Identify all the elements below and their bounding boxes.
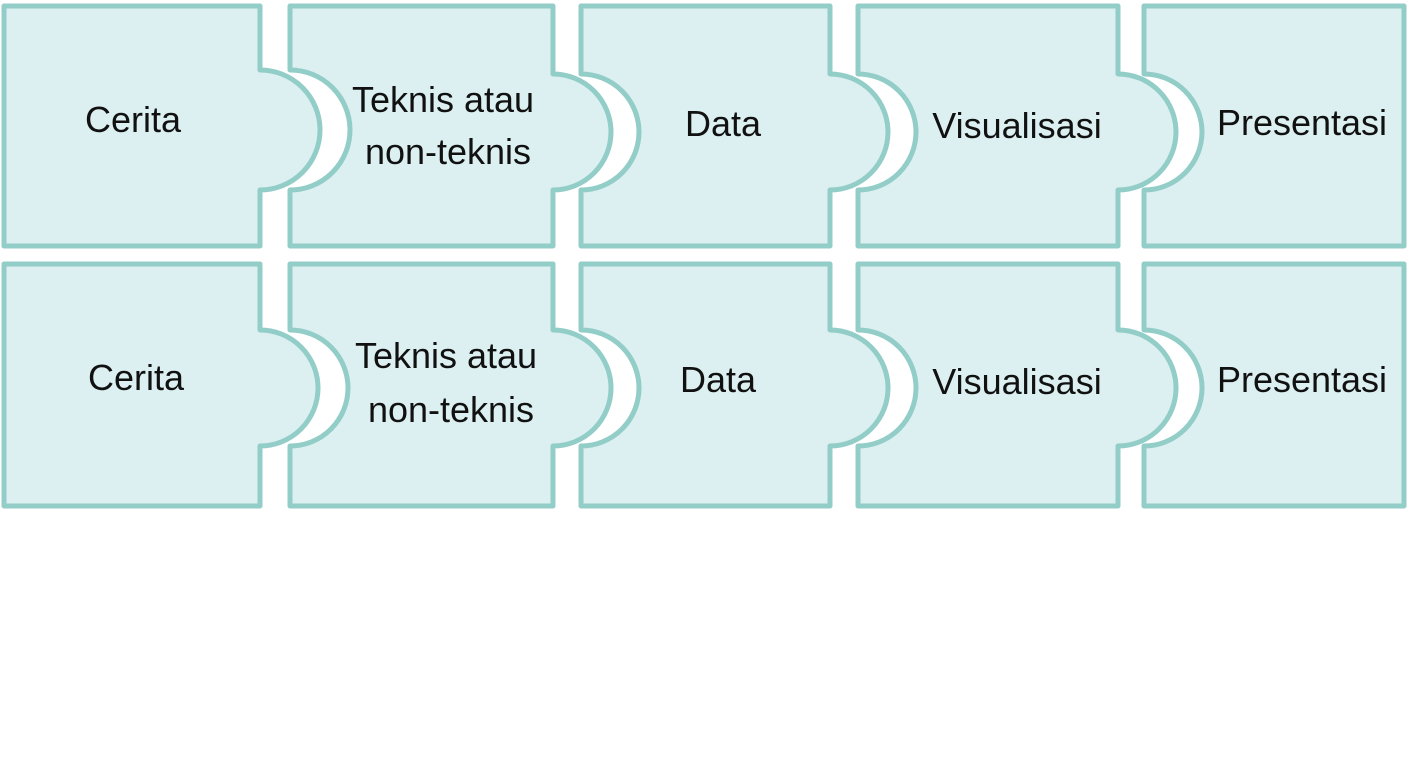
piece-label: Data — [685, 103, 762, 144]
piece-label: Presentasi — [1217, 359, 1387, 400]
piece-label: Visualisasi — [932, 361, 1101, 402]
piece-label: Teknis atau non-teknis — [355, 335, 547, 430]
puzzle-piece-1-3 — [578, 3, 891, 249]
piece-label: Visualisasi — [932, 105, 1101, 146]
puzzle-piece-1-5 — [1141, 3, 1407, 249]
puzzle-piece-2-4 — [855, 261, 1179, 509]
puzzle-row-1: Cerita Teknis atau non-teknis Data Visua… — [1, 3, 1407, 249]
puzzle-piece-2-1 — [1, 261, 321, 509]
piece-label: Presentasi — [1217, 102, 1387, 143]
puzzle-row-2: Cerita Teknis atau non-teknis Data Visua… — [1, 261, 1407, 509]
puzzle-piece-2-3 — [578, 261, 891, 509]
puzzle-piece-1-1 — [1, 3, 323, 249]
puzzle-piece-2-2 — [287, 261, 614, 509]
piece-label: Teknis atau non-teknis — [352, 79, 544, 172]
puzzle-piece-2-5 — [1141, 261, 1407, 509]
piece-label: Cerita — [88, 357, 185, 398]
piece-label: Cerita — [85, 99, 182, 140]
puzzle-piece-1-4 — [855, 3, 1179, 249]
puzzle-piece-1-2 — [287, 3, 614, 249]
piece-label: Data — [680, 359, 757, 400]
